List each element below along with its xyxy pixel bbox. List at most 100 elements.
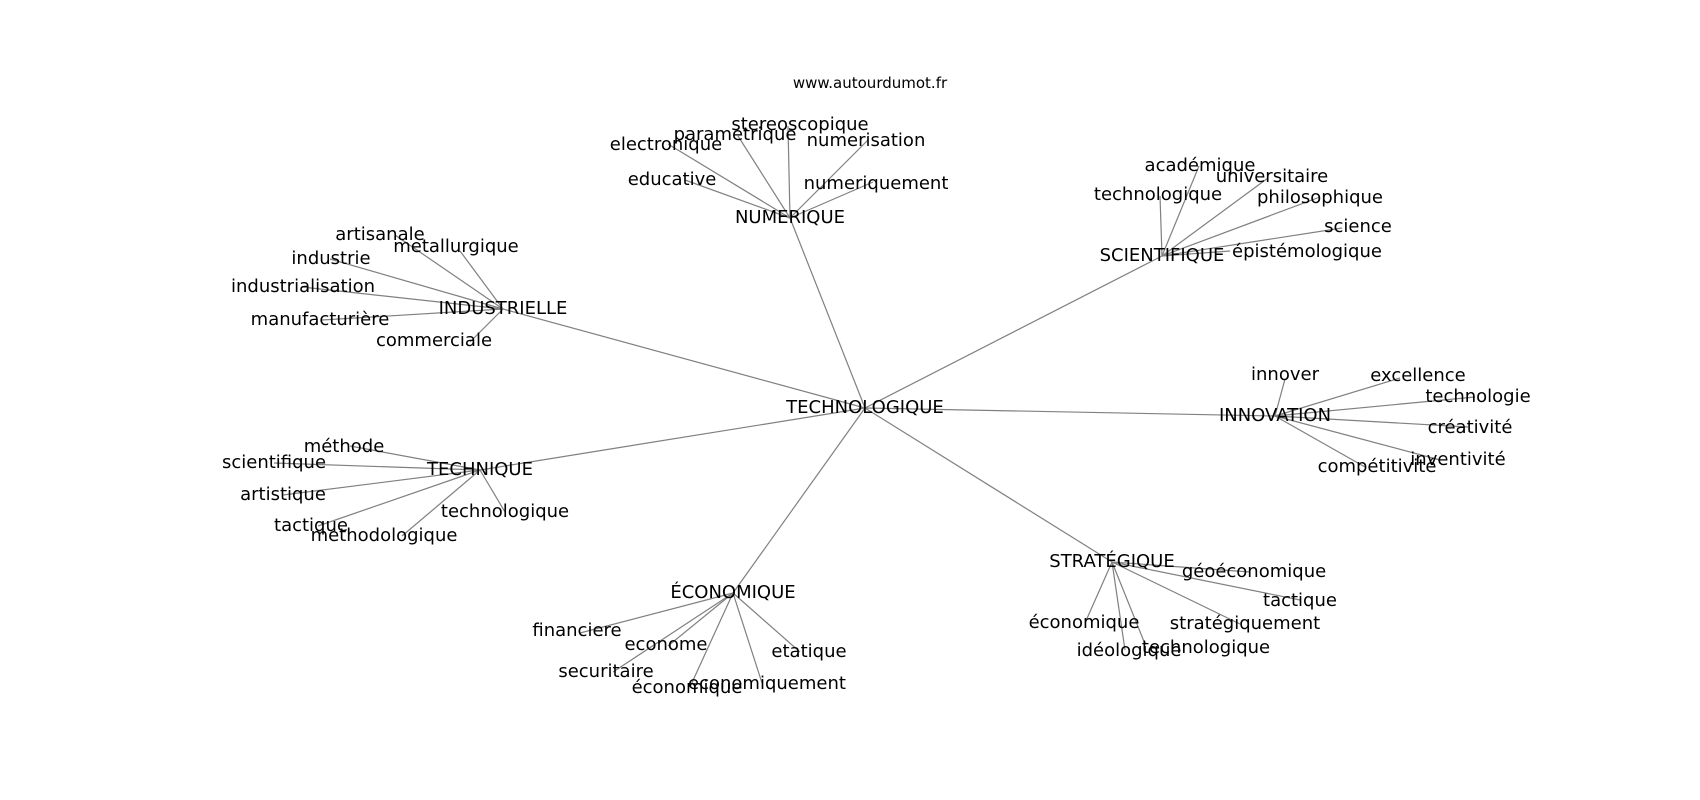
edge-hub-to-leaf [1274, 377, 1401, 417]
leaf-node-label: stereoscopique [731, 114, 868, 135]
hub-node-label: TECHNIQUE [426, 459, 533, 480]
edge-hub-to-leaf [273, 462, 481, 471]
edge-root-to-hub [864, 255, 1163, 409]
edge-hub-to-leaf [789, 181, 874, 219]
edge-hub-to-leaf [737, 135, 791, 219]
edge-hub-to-leaf [394, 234, 504, 310]
leaf-node-label: econome [624, 634, 707, 655]
leaf-node-label: science [1324, 216, 1392, 237]
edge-hub-to-leaf [329, 258, 504, 310]
leaf-node-label: géoéconomique [1182, 561, 1326, 582]
leaf-node-label: financiere [532, 620, 621, 641]
edge-root-to-hub [864, 407, 1276, 417]
edge-root-to-hub [732, 407, 866, 594]
edge-hub-to-leaf [282, 469, 481, 496]
leaf-node-label: economiquement [688, 673, 846, 694]
edge-hub-to-leaf [1111, 561, 1241, 625]
edge-hub-to-leaf [321, 308, 504, 321]
leaf-node-label: tactique [274, 515, 348, 536]
leaf-node-label: artisanale [335, 224, 424, 245]
edge-hub-to-leaf [1274, 415, 1469, 428]
edge-hub-to-leaf [349, 445, 481, 471]
edge-hub-to-leaf [301, 286, 504, 310]
watermark-text: www.autourdumot.fr [793, 74, 948, 92]
leaf-node-label: innover [1251, 364, 1320, 385]
leaf-node-label: stratégiquement [1170, 613, 1320, 634]
edge-hub-to-leaf [1161, 177, 1269, 257]
edge-hub-to-leaf [667, 143, 791, 219]
leaf-node-label: electronique [610, 134, 722, 155]
graph-edges [273, 125, 1476, 688]
leaf-node-label: technologique [1094, 184, 1222, 205]
edge-hub-to-leaf [579, 592, 734, 634]
edge-hub-to-leaf [787, 125, 791, 219]
edge-hub-to-leaf [1111, 561, 1146, 645]
leaf-node-label: numerisation [807, 130, 926, 151]
edge-hub-to-leaf [1084, 561, 1113, 624]
edge-hub-to-leaf [1274, 396, 1476, 417]
edge-hub-to-leaf [732, 592, 763, 684]
hub-node-label: NUMERIQUE [735, 207, 845, 228]
hub-node-label: STRATÉGIQUE [1049, 550, 1174, 572]
edge-hub-to-leaf [1161, 227, 1343, 257]
leaf-node-label: académique [1145, 155, 1256, 176]
edge-hub-to-leaf [459, 250, 504, 310]
edge-hub-to-leaf [1159, 195, 1163, 257]
hub-node-label: INNOVATION [1219, 405, 1331, 426]
hub-node-label: ÉCONOMIQUE [670, 581, 795, 603]
leaf-node-label: technologique [441, 501, 569, 522]
leaf-node-label: épistémologique [1232, 241, 1382, 262]
edge-hub-to-leaf [1161, 250, 1231, 257]
edge-hub-to-leaf [1111, 561, 1251, 573]
edge-hub-to-leaf [1161, 165, 1200, 257]
hub-node-label: SCIENTIFIQUE [1100, 245, 1225, 266]
edge-root-to-hub [864, 407, 1113, 563]
leaf-node-label: philosophique [1257, 187, 1383, 208]
edge-hub-to-leaf [401, 469, 481, 537]
leaf-node-label: technologie [1425, 386, 1530, 407]
leaf-node-label: numeriquement [804, 173, 949, 194]
leaf-node-label: scientifique [222, 452, 326, 473]
edge-hub-to-leaf [1274, 378, 1286, 417]
edge-hub-to-leaf [1274, 415, 1366, 468]
leaf-node-label: tactique [1263, 590, 1337, 611]
edge-hub-to-leaf [684, 179, 791, 219]
edge-hub-to-leaf [479, 469, 506, 513]
edge-hub-to-leaf [1161, 196, 1321, 257]
edge-hub-to-leaf [789, 139, 869, 219]
leaf-node-label: securitaire [558, 661, 653, 682]
root-node-label: TECHNOLOGIQUE [785, 397, 944, 418]
leaf-node-label: educative [628, 169, 717, 190]
hub-node-label: INDUSTRIELLE [439, 298, 568, 319]
edge-hub-to-leaf [1111, 561, 1126, 651]
leaf-node-label: économique [1029, 612, 1140, 633]
edge-hub-to-leaf [1274, 415, 1441, 461]
leaf-node-label: idéologique [1077, 640, 1182, 661]
leaf-node-label: metallurgique [393, 236, 519, 257]
edge-hub-to-leaf [317, 469, 481, 527]
leaf-node-label: économique [632, 677, 743, 698]
leaf-node-label: technologique [1142, 637, 1270, 658]
edge-hub-to-leaf [612, 592, 734, 673]
edge-hub-to-leaf [1111, 561, 1301, 601]
leaf-node-label: inventivité [1410, 449, 1505, 470]
leaf-node-label: methodologique [311, 525, 458, 546]
leaf-node-label: etatique [771, 641, 846, 662]
edge-root-to-hub [479, 407, 866, 471]
edge-hub-to-leaf [469, 308, 504, 343]
leaf-node-label: commerciale [376, 330, 492, 351]
edge-root-to-hub [789, 217, 866, 409]
edge-hub-to-leaf [667, 592, 734, 647]
leaf-node-label: parametrique [674, 124, 797, 145]
edge-hub-to-leaf [732, 592, 801, 653]
edge-hub-to-leaf [689, 592, 734, 688]
leaf-node-label: compétitivité [1318, 456, 1437, 477]
leaf-node-label: excellence [1370, 365, 1466, 386]
leaf-node-label: industrialisation [231, 276, 375, 297]
leaf-node-label: artistique [240, 484, 326, 505]
leaf-node-label: industrie [291, 248, 370, 269]
leaf-node-label: universitaire [1216, 166, 1329, 187]
edge-root-to-hub [502, 308, 866, 409]
